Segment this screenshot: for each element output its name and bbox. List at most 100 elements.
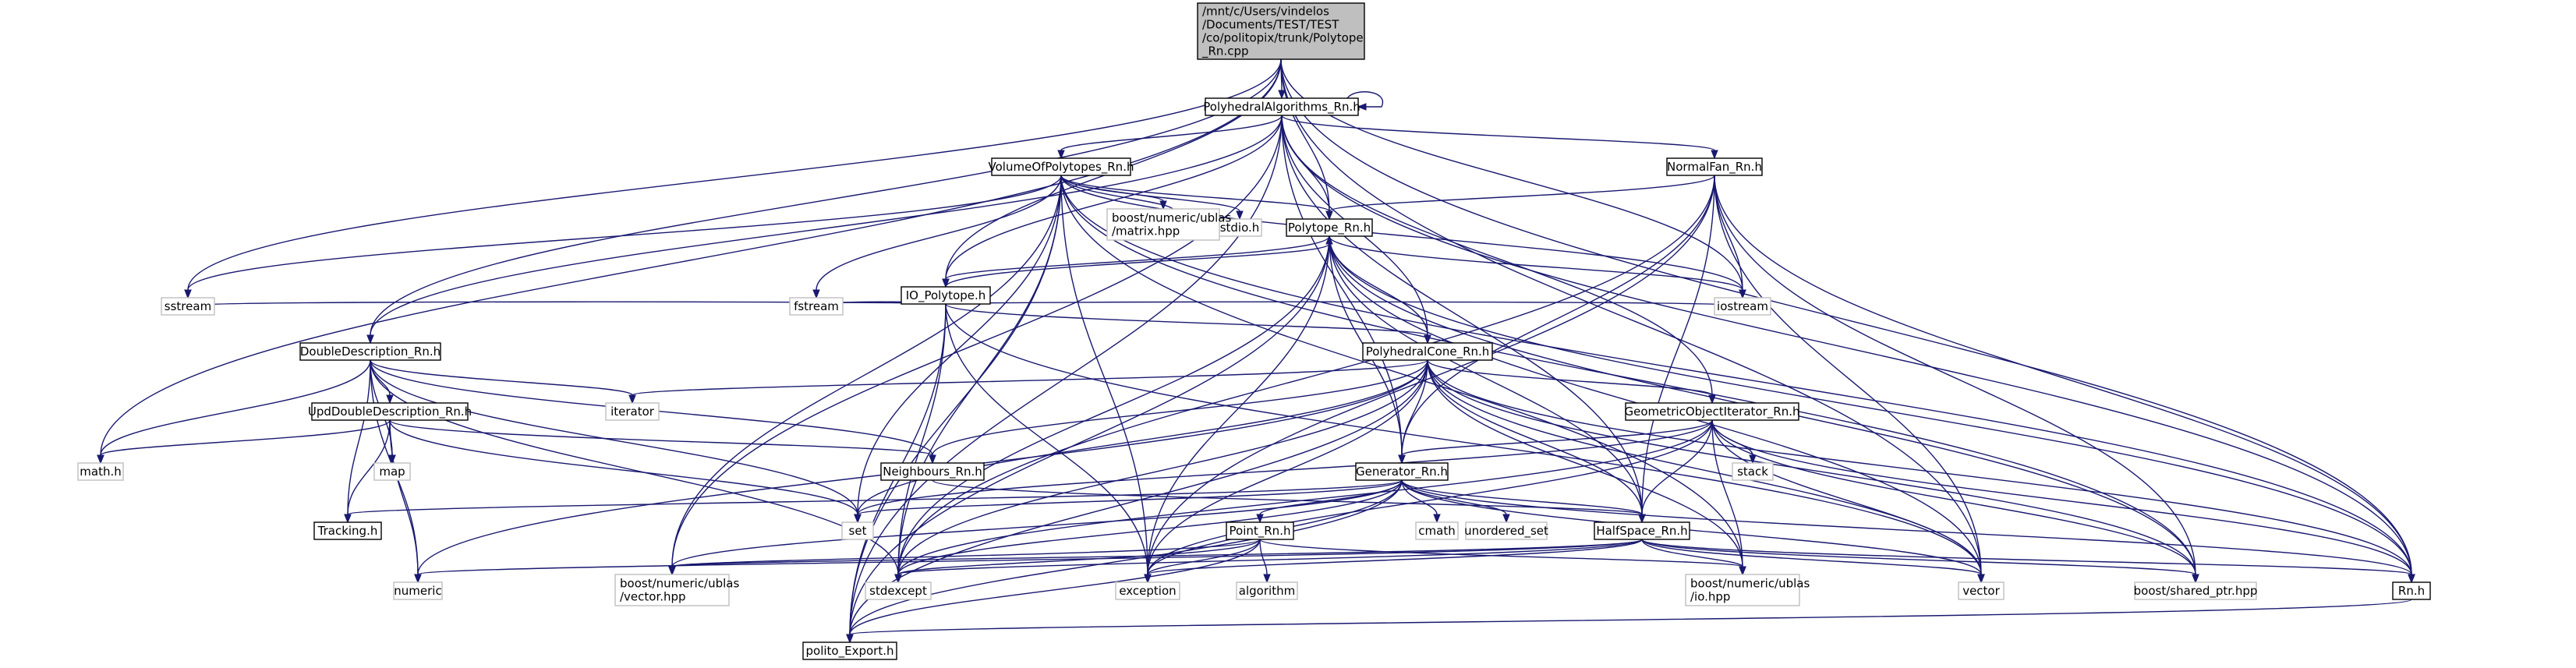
edge-line <box>945 235 1330 280</box>
node-label: /vector.hpp <box>620 590 686 604</box>
edge-line <box>945 301 1743 306</box>
node-label: Tracking.h <box>317 524 378 538</box>
node-udd[interactable]: UpdDoubleDescription_Rn.h <box>308 402 472 421</box>
node-box[interactable] <box>1226 521 1294 540</box>
edge-line <box>1259 539 1268 575</box>
node-box[interactable] <box>1666 157 1763 176</box>
edge-gen-to-rn <box>1401 479 2415 584</box>
edge-pa-to-nf <box>1281 115 1718 160</box>
edge-arrowhead <box>942 278 950 288</box>
node-box[interactable] <box>1205 97 1359 116</box>
edge-poly-to-io <box>942 235 1330 288</box>
node-export[interactable]: polito_Export.h <box>802 641 897 660</box>
node-box[interactable] <box>991 157 1131 176</box>
edge-line <box>389 419 933 456</box>
node-tracking[interactable]: Tracking.h <box>313 521 382 540</box>
node-label: set <box>849 524 867 538</box>
node-root[interactable]: /mnt/c/Users/vindelos/Documents/TEST/TES… <box>1197 2 1365 60</box>
edge-dd-to-tracking <box>344 359 371 524</box>
edge-nf-to-rn <box>1714 175 2415 584</box>
edge-line <box>1711 419 1982 575</box>
node-map: map <box>373 462 411 481</box>
node-label: GeometricObjectIterator_Rn.h <box>1624 405 1799 419</box>
edge-arrowhead <box>1263 574 1271 584</box>
node-goi[interactable]: GeometricObjectIterator_Rn.h <box>1624 402 1800 421</box>
node-label: /Documents/TEST/TEST <box>1202 18 1339 32</box>
node-pa[interactable]: PolyhedralAlgorithms_Rn.h <box>1203 97 1361 116</box>
edge-arrowhead <box>414 574 422 584</box>
node-hs[interactable]: HalfSpace_Rn.h <box>1594 521 1690 540</box>
edge-line <box>1641 539 1982 575</box>
edge-goi-to-gen <box>1398 419 1713 465</box>
edge-line <box>389 419 858 515</box>
node-label: exception <box>1119 584 1176 598</box>
node-box[interactable] <box>880 462 985 481</box>
edge-hs-to-iohpp <box>1641 539 1746 576</box>
edge-arrowhead <box>668 566 676 576</box>
edge-vop-to-stdexcept <box>894 175 1062 584</box>
edge-point-to-iohpp <box>1259 539 1746 576</box>
node-nb[interactable]: Neighbours_Rn.h <box>880 462 985 481</box>
edge-vop-to-vechpp <box>668 175 1062 576</box>
edge-line <box>1060 175 1176 212</box>
node-gen[interactable]: Generator_Rn.h <box>1355 462 1449 481</box>
edge-line <box>1711 419 2412 575</box>
node-nf[interactable]: NormalFan_Rn.h <box>1666 157 1763 176</box>
node-label: PolyhedralAlgorithms_Rn.h <box>1203 100 1361 115</box>
node-box[interactable] <box>802 641 897 660</box>
edge-arrowhead <box>1638 514 1646 524</box>
node-box <box>614 574 730 606</box>
node-box <box>1714 297 1771 316</box>
node-box[interactable] <box>901 286 991 305</box>
node-box[interactable] <box>1355 462 1449 481</box>
edge-line <box>1641 539 2412 575</box>
node-box[interactable] <box>1625 402 1799 421</box>
node-box[interactable] <box>313 521 382 540</box>
edge-line <box>1401 359 1428 456</box>
edge-hs-to-exception <box>1144 539 1643 584</box>
edge-line <box>1401 479 1438 515</box>
node-label: iterator <box>610 405 655 419</box>
node-vop[interactable]: VolumeOfPolytopes_Rn.h <box>989 157 1134 176</box>
edge-arrowhead <box>1502 514 1510 524</box>
edge-line <box>1401 175 1715 456</box>
node-point[interactable]: Point_Rn.h <box>1226 521 1294 540</box>
node-rn[interactable]: Rn.h <box>2392 581 2431 600</box>
edge-line <box>1641 539 2196 575</box>
edge-nf-to-poly <box>1325 175 1715 221</box>
node-box[interactable] <box>1362 342 1493 361</box>
edge-udd-to-mathh <box>97 419 391 465</box>
edge-arrowhead <box>929 454 936 465</box>
node-box[interactable] <box>311 402 469 421</box>
edge-line <box>1147 539 1643 575</box>
node-box <box>1958 581 2005 600</box>
edge-line <box>671 115 1283 567</box>
edge-line <box>1329 175 1715 212</box>
node-box <box>605 402 660 421</box>
node-box[interactable] <box>299 342 441 361</box>
edge-line <box>1714 175 2196 575</box>
node-box <box>841 521 874 540</box>
node-box[interactable] <box>1286 218 1373 237</box>
edge-line <box>100 359 371 456</box>
node-pc[interactable]: PolyhedralCone_Rn.h <box>1362 342 1493 361</box>
edge-hs-to-numeric <box>414 539 1643 584</box>
node-box[interactable] <box>2392 581 2431 600</box>
edge-vop-to-fstream <box>812 175 1062 299</box>
node-io[interactable]: IO_Polytope.h <box>901 286 991 305</box>
node-poly[interactable]: Polytope_Rn.h <box>1286 218 1373 237</box>
node-dd[interactable]: DoubleDescription_Rn.h <box>299 342 441 361</box>
node-label: VolumeOfPolytopes_Rn.h <box>989 160 1134 175</box>
edge-line <box>1427 359 1713 396</box>
edge-line <box>897 539 1643 575</box>
edge-line <box>1281 115 1403 456</box>
edge-line <box>1060 175 1743 291</box>
node-box <box>373 462 411 481</box>
edge-vop-to-matrix <box>1060 175 1167 210</box>
node-box[interactable] <box>1594 521 1690 540</box>
node-label: /matrix.hpp <box>1112 224 1180 239</box>
edge-line <box>1427 359 2196 575</box>
node-label: vector <box>1962 584 2000 598</box>
node-label: fstream <box>794 299 839 313</box>
node-box[interactable] <box>1197 2 1365 60</box>
